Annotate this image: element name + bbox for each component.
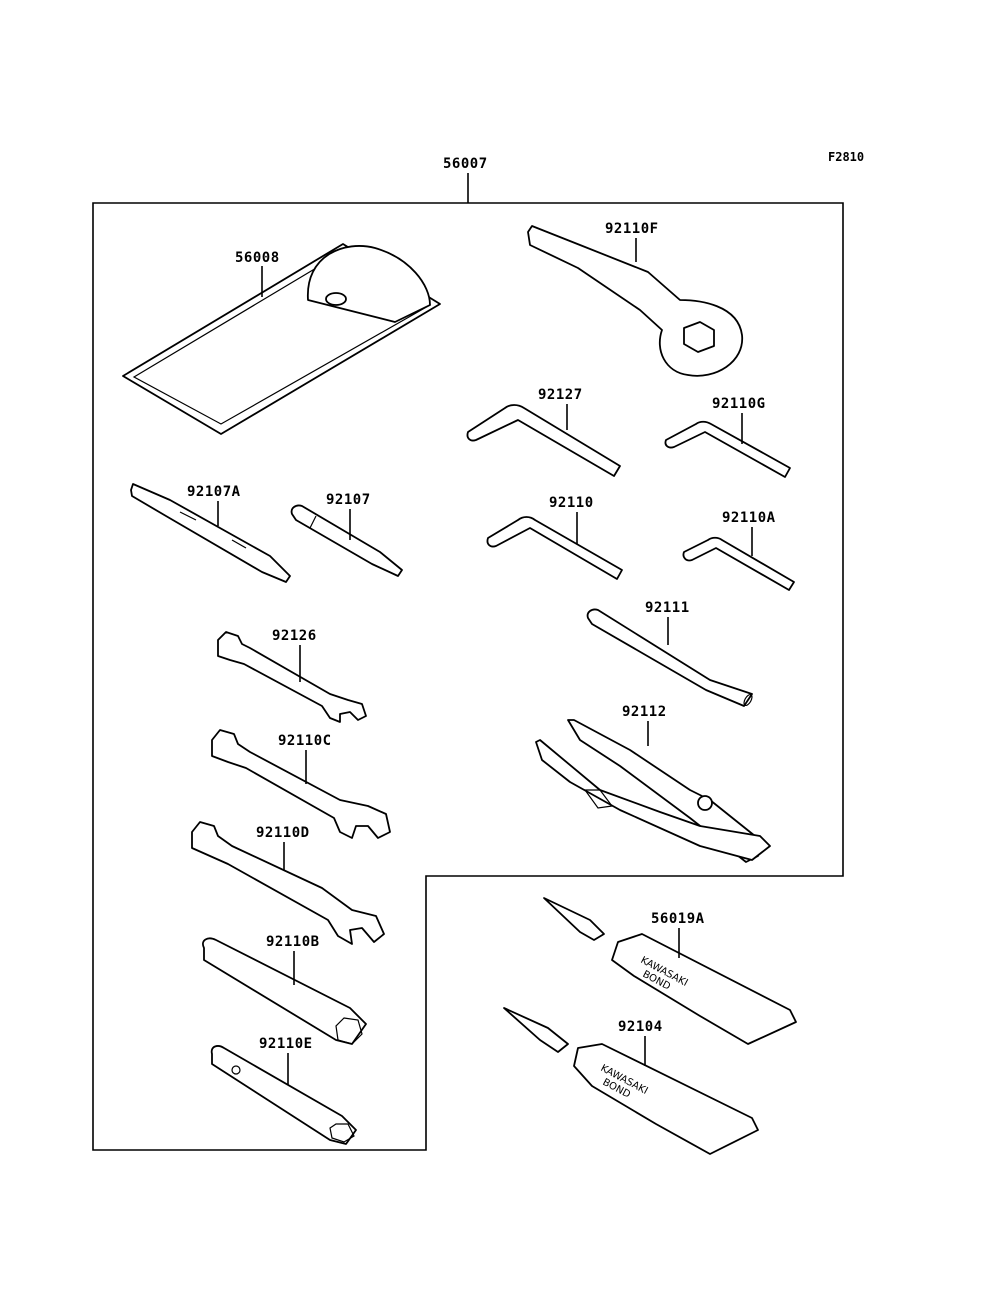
open-wrench-medium-drawing (211, 729, 391, 839)
screwdriver-bit-double-drawing (130, 483, 291, 583)
bond-tube-upper-drawing: KAWASAKI BOND (543, 897, 797, 1045)
part-label-92107[interactable]: 92107 (326, 492, 371, 508)
part-label-92112[interactable]: 92112 (622, 704, 667, 720)
screwdriver-bit-drawing (290, 504, 403, 577)
part-label-92110A[interactable]: 92110A (722, 510, 776, 526)
part-label-92110E[interactable]: 92110E (259, 1036, 313, 1052)
part-label-92104[interactable]: 92104 (618, 1019, 663, 1035)
box-wrench-large-drawing (202, 937, 367, 1045)
hex-key-mini-drawing (682, 536, 795, 591)
hex-key-medium-drawing (486, 516, 623, 580)
part-label-92110D[interactable]: 92110D (256, 825, 310, 841)
hex-key-small-drawing (664, 420, 791, 478)
part-label-92127[interactable]: 92127 (538, 387, 583, 403)
tool-pouch-drawing (122, 243, 441, 435)
open-wrench-large-drawing (191, 821, 385, 945)
hex-key-large-drawing (466, 404, 621, 477)
pliers-drawing (535, 719, 771, 863)
part-label-92110B[interactable]: 92110B (266, 934, 320, 950)
open-wrench-small-drawing (217, 631, 367, 723)
part-label-92126[interactable]: 92126 (272, 628, 317, 644)
ring-wrench-drawing (527, 225, 743, 377)
part-label-92107A[interactable]: 92107A (187, 484, 241, 500)
kit-part-number[interactable]: 56007 (443, 156, 488, 172)
extension-bar-drawing (586, 608, 753, 707)
part-label-92110F[interactable]: 92110F (605, 221, 659, 237)
part-label-92110[interactable]: 92110 (549, 495, 594, 511)
part-label-56019A[interactable]: 56019A (651, 911, 705, 927)
diagram-code: F2810 (828, 150, 864, 164)
bond-tube-lower-drawing: KAWASAKI BOND (503, 1007, 759, 1155)
part-label-56008[interactable]: 56008 (235, 250, 280, 266)
kit-boundary (92, 202, 844, 1151)
box-wrench-small-drawing (210, 1045, 357, 1145)
part-label-92110C[interactable]: 92110C (278, 733, 332, 749)
part-label-92111[interactable]: 92111 (645, 600, 690, 616)
part-label-92110G[interactable]: 92110G (712, 396, 766, 412)
